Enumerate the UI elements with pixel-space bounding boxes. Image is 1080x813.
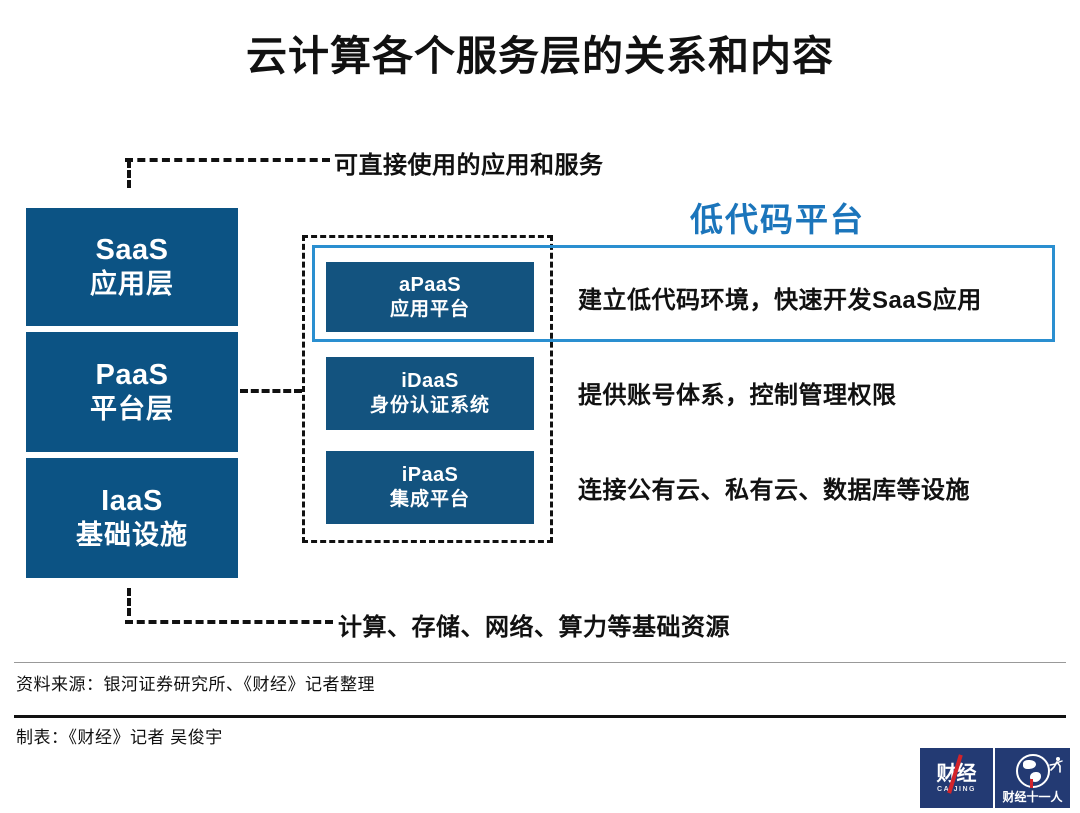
bottom-annotation-label: 计算、存储、网络、算力等基础资源 (338, 614, 730, 641)
logo-group: 财经 CAIJING 财经十一人 (920, 748, 1070, 808)
caijing-shiyiren-logo[interactable]: 财经十一人 (993, 748, 1070, 808)
lowcode-highlight-rect (312, 245, 1055, 342)
top-annotation-label: 可直接使用的应用和服务 (334, 152, 604, 179)
red-accent-mark (1030, 779, 1034, 788)
service-box-apaas[interactable]: aPaaS 应用平台 (326, 262, 534, 332)
layer-paas-cn: 平台层 (90, 394, 174, 425)
top-dashed-connector-horizontal (125, 158, 330, 162)
layer-iaas-en: IaaS (101, 484, 163, 517)
lowcode-platform-heading: 低代码平台 (690, 201, 865, 238)
layer-saas-en: SaaS (95, 233, 169, 266)
layer-box-paas[interactable]: PaaS 平台层 (26, 332, 238, 452)
footer-author-text: 制表：《财经》记者 吴俊宇 (16, 728, 223, 747)
layer-iaas-cn: 基础设施 (76, 520, 188, 551)
caijing-logo-en: CAIJING (937, 785, 976, 793)
layer-paas-en: PaaS (95, 358, 169, 391)
service-box-ipaas[interactable]: iPaaS 集成平台 (326, 451, 534, 524)
description-idaas: 提供账号体系，控制管理权限 (578, 382, 897, 409)
service-apaas-cn: 应用平台 (389, 298, 470, 320)
shiyiren-logo-cn: 财经十一人 (1002, 789, 1063, 804)
runner-icon (1049, 757, 1063, 773)
service-apaas-en: aPaaS (398, 273, 462, 296)
footer-divider-top (14, 662, 1066, 663)
layer-box-iaas[interactable]: IaaS 基础设施 (26, 458, 238, 578)
service-box-idaas[interactable]: iDaaS 身份认证系统 (326, 357, 534, 430)
service-ipaas-en: iPaaS (401, 464, 459, 487)
dashed-group-boundary (302, 235, 553, 543)
top-dashed-connector-vertical (127, 160, 131, 188)
description-ipaas: 连接公有云、私有云、数据库等设施 (578, 477, 970, 504)
bottom-dashed-connector-horizontal (125, 620, 333, 624)
paas-to-group-connector (240, 389, 302, 393)
service-ipaas-cn: 集成平台 (389, 489, 470, 511)
description-apaas: 建立低代码环境，快速开发SaaS应用 (578, 287, 982, 314)
bottom-dashed-connector-vertical (127, 588, 131, 616)
layer-saas-cn: 应用层 (90, 269, 174, 300)
footer-divider-bottom (14, 715, 1066, 718)
service-idaas-cn: 身份认证系统 (369, 395, 490, 417)
page-title: 云计算各个服务层的关系和内容 (246, 33, 834, 79)
caijing-logo[interactable]: 财经 CAIJING (920, 748, 994, 808)
layer-box-saas[interactable]: SaaS 应用层 (26, 208, 238, 326)
footer-source-text: 资料来源：银河证券研究所、《财经》记者整理 (16, 675, 375, 694)
service-idaas-en: iDaaS (401, 370, 459, 393)
